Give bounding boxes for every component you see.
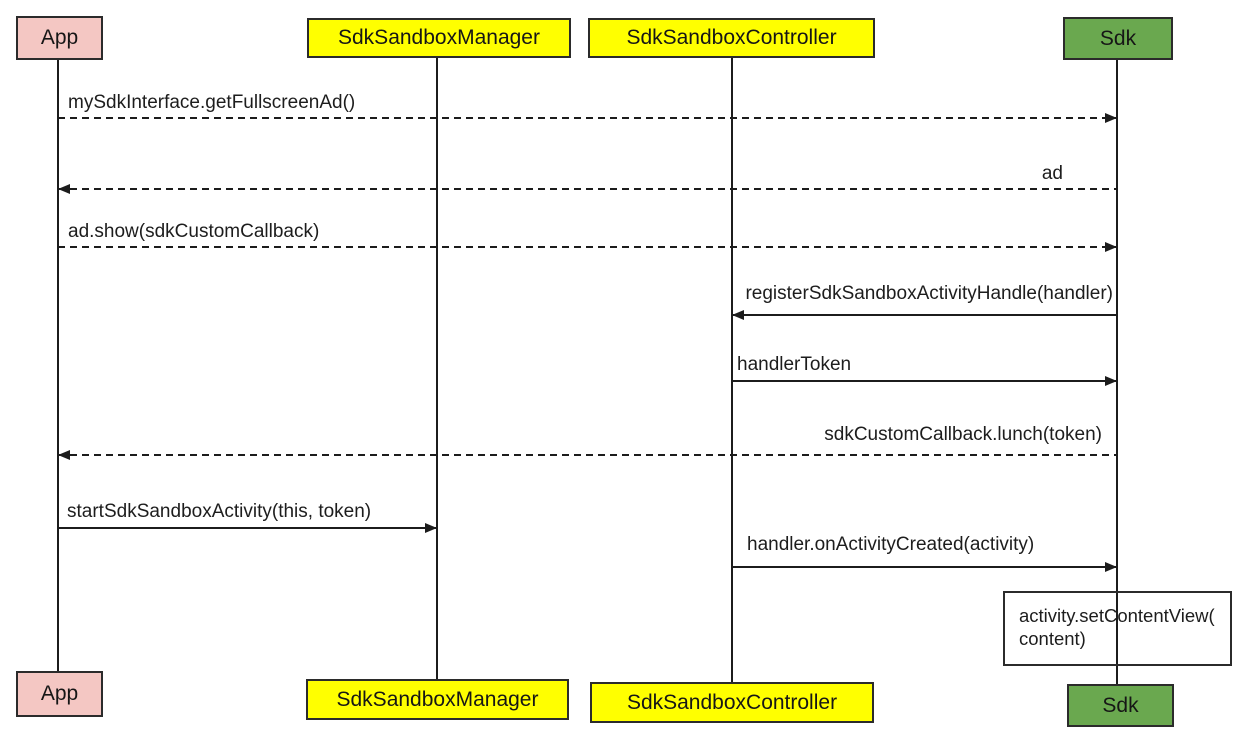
lifeline-controller — [731, 57, 733, 682]
participant-sdk-label: Sdk — [1102, 693, 1139, 717]
arrowhead-right-icon — [425, 523, 437, 533]
arrowhead-left-icon — [58, 184, 70, 194]
participant-app-label: App — [40, 26, 79, 49]
participant-manager-bottom: SdkSandboxManager — [306, 679, 569, 720]
participant-sdk-bottom: Sdk — [1067, 684, 1174, 727]
arrowhead-right-icon — [1105, 242, 1117, 252]
message-line-handlerToken — [732, 380, 1117, 382]
message-line-ad-show — [58, 246, 1117, 248]
message-line-onActivityCreated — [732, 566, 1117, 568]
lifeline-manager — [436, 57, 438, 679]
participant-app-top: App — [16, 16, 103, 60]
message-label-onActivityCreated: handler.onActivityCreated(activity) — [747, 534, 1035, 555]
message-line-startActivity — [58, 527, 437, 529]
message-label-handlerToken: handlerToken — [737, 354, 852, 375]
participant-controller-label: SdkSandboxController — [626, 690, 838, 714]
arrowhead-right-icon — [1105, 562, 1117, 572]
message-line-registerHandle — [732, 314, 1117, 316]
message-label-getFullscreenAd: mySdkInterface.getFullscreenAd() — [68, 92, 356, 113]
note-line-1: activity.setContentView( — [1019, 605, 1215, 626]
participant-manager-label: SdkSandboxManager — [336, 687, 539, 711]
message-line-lunch — [58, 454, 1117, 456]
participant-app-label: App — [40, 682, 79, 705]
participant-controller-bottom: SdkSandboxController — [590, 682, 874, 723]
message-label-lunch: sdkCustomCallback.lunch(token) — [824, 424, 1102, 445]
arrowhead-left-icon — [732, 310, 744, 320]
participant-sdk-label: Sdk — [1099, 26, 1137, 50]
note-line-2: content) — [1019, 628, 1086, 649]
message-line-getFullscreenAd — [58, 117, 1117, 119]
participant-manager-top: SdkSandboxManager — [307, 18, 571, 58]
participant-controller-label: SdkSandboxController — [626, 26, 837, 49]
arrowhead-left-icon — [58, 450, 70, 460]
arrowhead-right-icon — [1105, 113, 1117, 123]
message-line-ad — [58, 188, 1117, 190]
message-label-startActivity: startSdkSandboxActivity(this, token) — [67, 501, 372, 522]
participant-controller-top: SdkSandboxController — [588, 18, 875, 58]
message-label-ad-show: ad.show(sdkCustomCallback) — [68, 221, 320, 242]
participant-app-bottom: App — [16, 671, 103, 717]
arrowhead-right-icon — [1105, 376, 1117, 386]
participant-sdk-top: Sdk — [1063, 17, 1173, 60]
note-setContentView: activity.setContentView( content) — [1003, 591, 1232, 666]
lifeline-app — [57, 59, 59, 671]
message-label-ad: ad — [1041, 163, 1063, 184]
lifeline-sdk — [1116, 59, 1118, 684]
message-label-registerHandle: registerSdkSandboxActivityHandle(handler… — [745, 283, 1113, 304]
participant-manager-label: SdkSandboxManager — [338, 26, 540, 49]
